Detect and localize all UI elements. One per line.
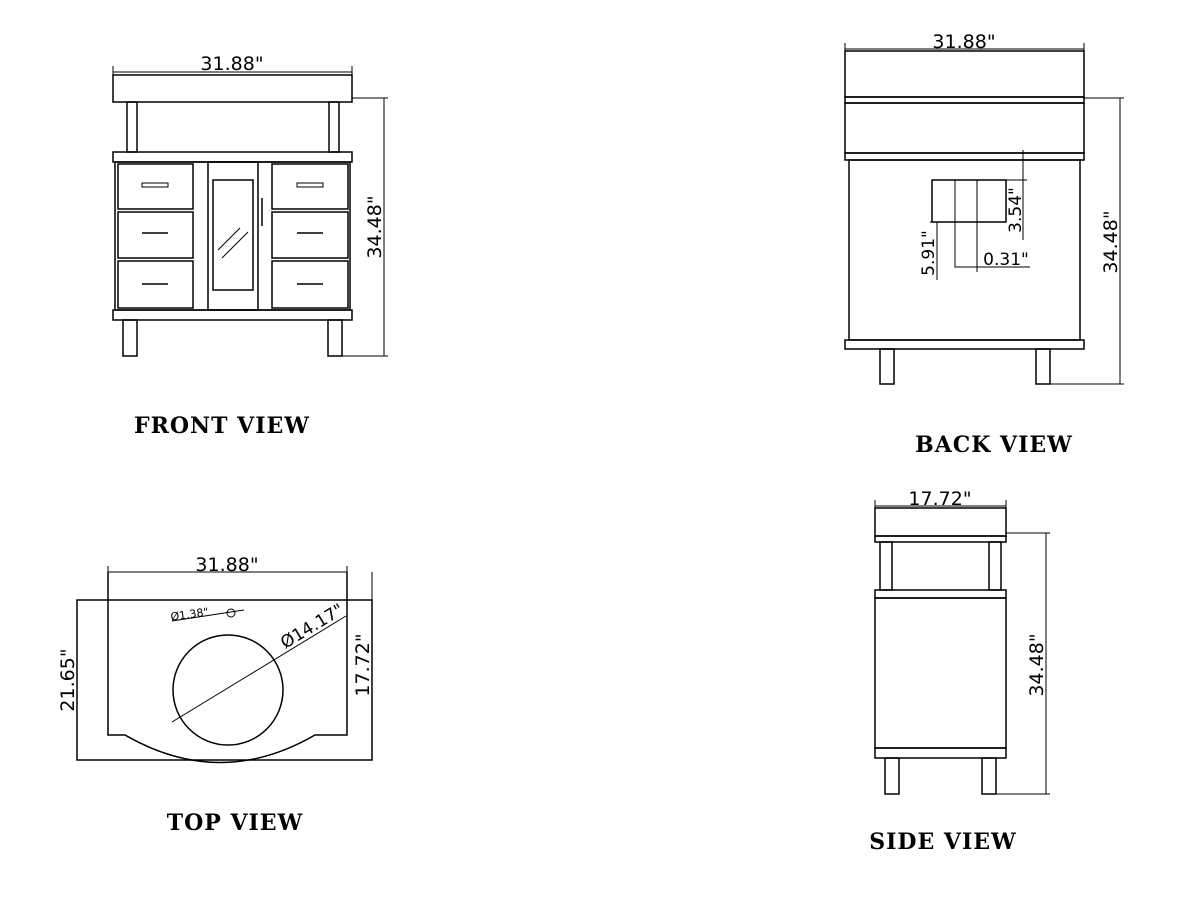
back-cutout-offset-label: 0.31" xyxy=(983,250,1029,270)
top-view: 31.88" Ø14.17" Ø1.38" 21.65" 17.72" TOP … xyxy=(57,554,374,836)
front-view: 31.88" xyxy=(112,53,388,439)
back-view-title: BACK VIEW xyxy=(915,432,1073,458)
side-height-label: 34.48" xyxy=(1026,633,1048,696)
back-height-label: 34.48" xyxy=(1100,210,1122,273)
front-view-title: FRONT VIEW xyxy=(134,413,310,439)
back-width-label: 31.88" xyxy=(932,31,995,53)
back-cutout-height-label: 5.91" xyxy=(919,230,939,276)
front-width-label: 31.88" xyxy=(200,53,263,75)
sink-diameter-label: Ø14.17" xyxy=(277,600,347,653)
front-height-label: 34.48" xyxy=(364,195,386,258)
side-view: 17.72" 34.48" SIDE VIEW xyxy=(869,488,1050,855)
top-width-label: 31.88" xyxy=(195,554,258,576)
side-view-title: SIDE VIEW xyxy=(869,829,1017,855)
top-view-title: TOP VIEW xyxy=(167,810,304,836)
back-cutout-inner-label: 3.54" xyxy=(1006,187,1026,233)
side-depth-label: 17.72" xyxy=(908,488,971,510)
top-inner-depth-label: 17.72" xyxy=(352,633,374,696)
top-depth-label: 21.65" xyxy=(57,648,79,711)
faucet-hole-label: Ø1.38" xyxy=(170,605,210,623)
back-view: 31.88" 3.54" 5.91" 0.31" 34.48" BAC xyxy=(844,31,1124,458)
